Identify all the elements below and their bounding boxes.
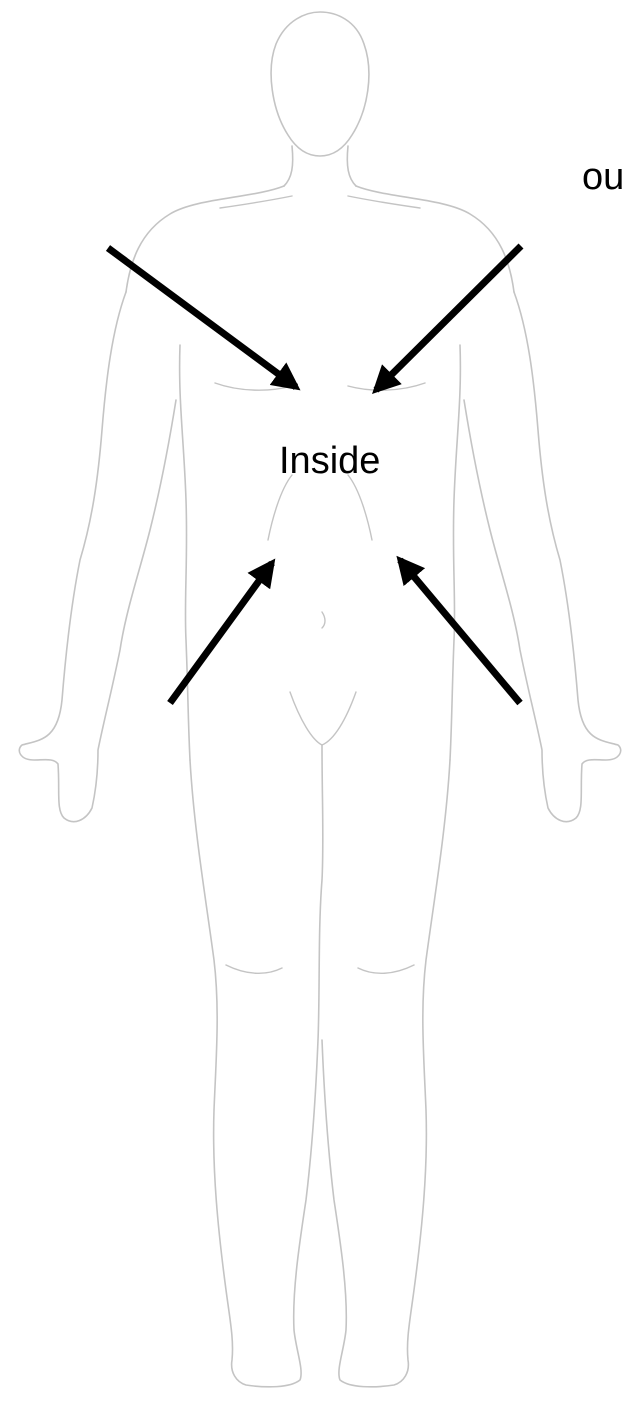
outside-label: ou	[582, 158, 624, 196]
neck-outline	[284, 146, 356, 186]
left-arm-outline	[19, 292, 176, 822]
head-outline	[271, 12, 369, 156]
groin-line	[290, 692, 356, 745]
knee-right	[358, 965, 414, 973]
knee-left	[226, 965, 282, 973]
torso-left-outline	[180, 345, 190, 760]
right-arm-outline	[464, 292, 621, 822]
chest-line-left	[215, 383, 292, 390]
right-leg-outline	[322, 760, 450, 1387]
navel	[322, 612, 325, 628]
arrow-lower-right	[400, 560, 520, 703]
shoulders-outline	[126, 186, 514, 292]
left-leg-outline	[190, 745, 323, 1387]
arrow-upper-right	[376, 246, 521, 390]
abdomen-outline	[268, 475, 372, 540]
arrow-upper-left	[108, 248, 296, 387]
inside-label: Inside	[279, 442, 380, 480]
human-body-outline-icon	[19, 12, 620, 1387]
clavicle-line	[220, 196, 420, 208]
torso-right-outline	[450, 345, 460, 760]
